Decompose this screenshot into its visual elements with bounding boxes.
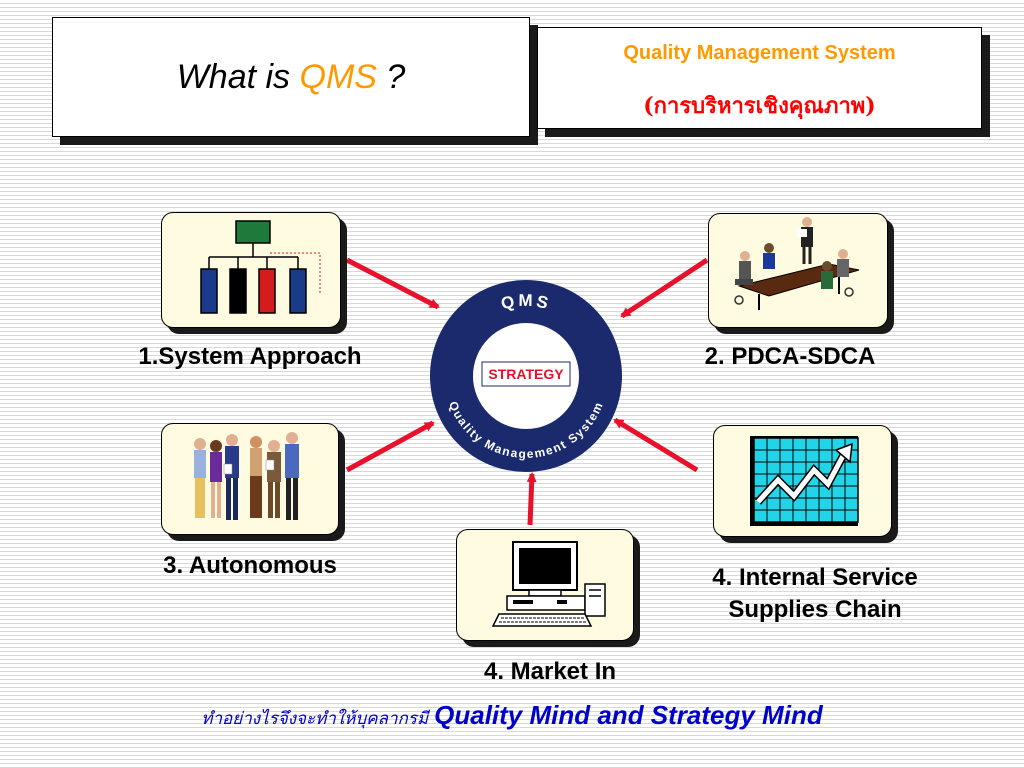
label-internal-line2: Supplies Chain: [728, 596, 902, 623]
title-accent: QMS: [299, 58, 377, 96]
arrow-system: [345, 257, 440, 310]
card-system-approach: [161, 212, 341, 328]
label-pdca-sdca: 2. PDCA-SDCA: [704, 343, 876, 370]
subtitle-box: Quality Management System (การบริหารเชิง…: [537, 27, 982, 129]
subtitle-thai: (การบริหารเชิงคุณภาพ): [643, 93, 876, 119]
card-market-in: [456, 529, 634, 641]
footer-english: Quality Mind and Strategy Mind: [434, 700, 823, 730]
card-internal-service: [713, 425, 892, 537]
org-chart-icon: [200, 220, 321, 314]
arrow-internal: [613, 417, 699, 473]
card-autonomous: [161, 423, 339, 535]
footer-thai: ทำอย่างไรจึงจะทำให้บุคลากรมี: [201, 709, 429, 729]
label-internal-line1: 4. Internal Service: [712, 564, 918, 591]
label-market-in: 4. Market In: [483, 658, 617, 685]
footer-line: ทำอย่างไรจึงจะทำให้บุคลากรมีQuality Mind…: [0, 700, 1024, 732]
people-group-icon: [194, 432, 299, 520]
label-internal-service: 4. Internal Service Supplies Chain: [660, 562, 970, 626]
rising-chart-icon: [750, 436, 859, 526]
arrow-auto: [345, 420, 435, 473]
title-box: What is QMS ?: [52, 17, 530, 137]
wheel-center-text: STRATEGY: [488, 366, 564, 382]
arrow-pdca: [620, 257, 709, 319]
computer-icon: [491, 541, 606, 627]
arrow-market: [526, 472, 537, 526]
label-autonomous: 3. Autonomous: [163, 552, 337, 579]
subtitle-english: Quality Management System: [623, 42, 896, 64]
meeting-icon: [734, 217, 860, 310]
qms-wheel: STRATEGY QMS Quality Management System: [430, 280, 622, 472]
page-title: What is QMS ?: [176, 58, 406, 96]
label-system-approach: 1.System Approach: [138, 343, 362, 370]
card-pdca-sdca: [708, 213, 888, 328]
